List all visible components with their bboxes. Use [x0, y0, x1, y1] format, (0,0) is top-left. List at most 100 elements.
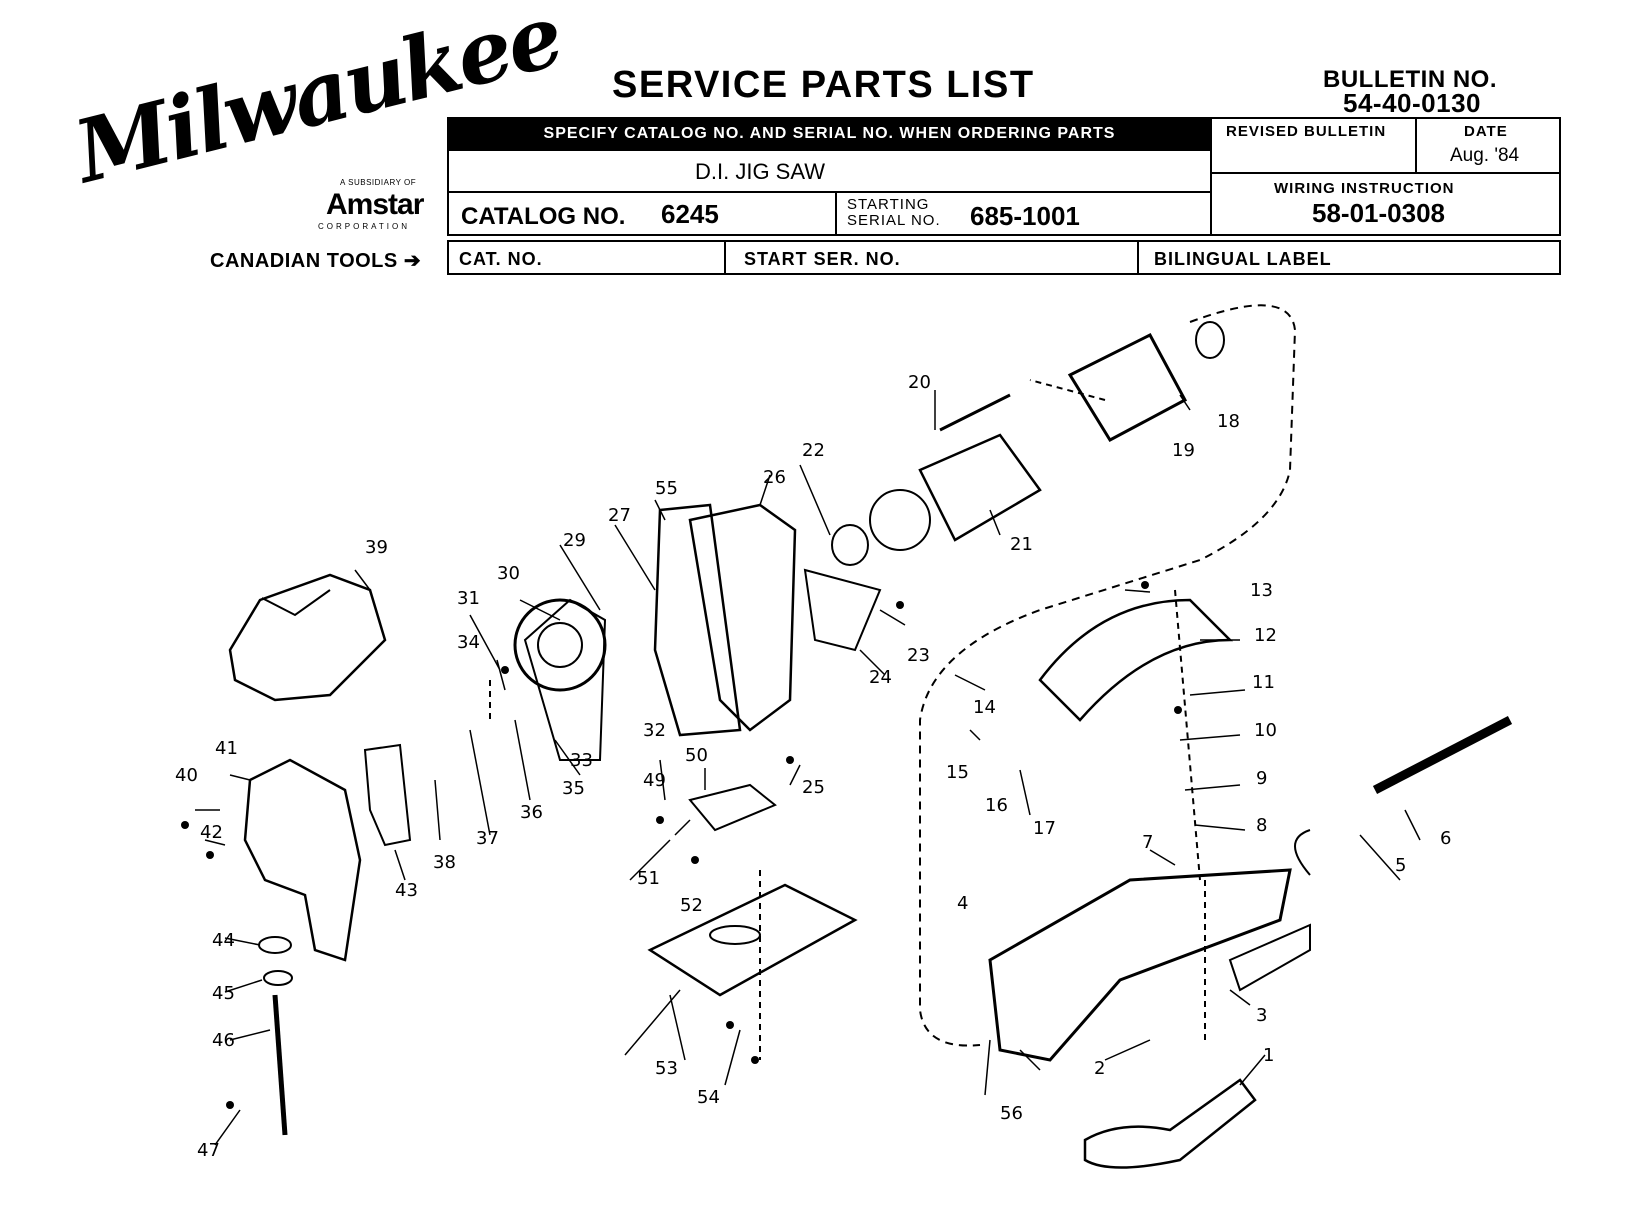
- amstar-logo: Amstar: [326, 188, 424, 221]
- callout-12: 12: [1254, 625, 1277, 646]
- callout-22: 22: [802, 440, 825, 461]
- callout-44: 44: [212, 930, 235, 951]
- callout-39: 39: [365, 537, 388, 558]
- wiring-cell: WIRING INSTRUCTION 58-01-0308: [1210, 172, 1561, 236]
- part-53-base: [647, 883, 858, 997]
- callout-40: 40: [175, 765, 198, 786]
- callout-45: 45: [212, 983, 235, 1004]
- callout-53: 53: [655, 1058, 678, 1079]
- part-26-frame: [688, 503, 797, 732]
- bulletin-number: 54-40-0130: [1343, 88, 1481, 118]
- callout-32: 32: [643, 720, 666, 741]
- specify-banner: SPECIFY CATALOG NO. AND SERIAL NO. WHEN …: [447, 117, 1212, 151]
- callout-5: 5: [1395, 855, 1407, 876]
- callout-25: 25: [802, 777, 825, 798]
- callout-50: 50: [685, 745, 708, 766]
- callout-16: 16: [985, 795, 1008, 816]
- canadian-table: CAT. NO. START SER. NO. BILINGUAL LABEL: [447, 240, 1561, 275]
- callout-41: 41: [215, 738, 238, 759]
- catalog-cell: CATALOG NO. 6245: [447, 191, 837, 236]
- callout-55: 55: [655, 478, 678, 499]
- part-20-screw: [939, 393, 1011, 432]
- part-21-armature: [918, 433, 1042, 542]
- part-22-bearing: [831, 524, 869, 566]
- divider: [724, 242, 726, 273]
- callout-2: 2: [1094, 1058, 1106, 1079]
- callout-52: 52: [680, 895, 703, 916]
- starting-label: STARTING: [847, 196, 930, 213]
- part-6-cord-protector: [1372, 716, 1513, 794]
- callout-11: 11: [1252, 672, 1275, 693]
- callout-20: 20: [908, 372, 931, 393]
- callout-35: 35: [562, 778, 585, 799]
- part-24-bracket: [803, 568, 882, 652]
- callout-14: 14: [973, 697, 996, 718]
- part-3-label: [1228, 923, 1311, 992]
- callout-21: 21: [1010, 534, 1033, 555]
- callout-37: 37: [476, 828, 499, 849]
- callout-17: 17: [1033, 818, 1056, 839]
- callout-7: 7: [1142, 832, 1154, 853]
- start-ser-label: START SER. NO.: [744, 249, 901, 269]
- callout-8: 8: [1256, 815, 1268, 836]
- part-45-washer: [263, 970, 293, 986]
- milwaukee-logo: Milwaukee A SUBSIDIARY OF Amstar CORPORA…: [66, 0, 571, 280]
- part-46-plunger: [272, 994, 288, 1136]
- callout-6: 6: [1440, 828, 1452, 849]
- serial-cell: STARTING SERIAL NO. 685-1001: [835, 191, 1212, 236]
- housing-dashed-path: [919, 304, 1297, 1047]
- canadian-tools-label: CANADIAN TOOLS ➔: [210, 250, 422, 272]
- catalog-label: CATALOG NO.: [461, 203, 626, 230]
- callout-13: 13: [1250, 580, 1273, 601]
- wiring-label: WIRING INSTRUCTION: [1274, 180, 1455, 197]
- part-12-handle: [1038, 598, 1234, 722]
- bulletin-label: BULLETIN NO.: [1323, 66, 1497, 93]
- callout-27: 27: [608, 505, 631, 526]
- divider: [1137, 242, 1139, 273]
- bilingual-label: BILINGUAL LABEL: [1154, 249, 1332, 269]
- part-4-housing: [988, 868, 1292, 1062]
- callout-1: 1: [1263, 1045, 1275, 1066]
- date-label: DATE: [1464, 123, 1508, 140]
- screws: [181, 581, 1182, 1109]
- callout-36: 36: [520, 802, 543, 823]
- callout-3: 3: [1256, 1005, 1268, 1026]
- callout-43: 43: [395, 880, 418, 901]
- part-1-shoe: [1083, 1078, 1257, 1169]
- callout-31: 31: [457, 588, 480, 609]
- part-44-washer: [258, 936, 292, 954]
- callout-51: 51: [637, 868, 660, 889]
- part-39-cover: [228, 573, 387, 702]
- callout-46: 46: [212, 1030, 235, 1051]
- callout-4: 4: [957, 893, 969, 914]
- amstar-corporation: CORPORATION: [318, 222, 410, 231]
- callout-18: 18: [1217, 411, 1240, 432]
- callout-42: 42: [200, 822, 223, 843]
- callout-23: 23: [907, 645, 930, 666]
- part-43-bracket: [363, 743, 412, 847]
- part-30-gear: [513, 598, 607, 692]
- wiring-number: 58-01-0308: [1312, 198, 1445, 228]
- cat-no-label: CAT. NO.: [459, 249, 543, 269]
- callout-26: 26: [763, 467, 786, 488]
- callout-56: 56: [1000, 1103, 1023, 1124]
- callout-33: 33: [570, 750, 593, 771]
- serial-label: SERIAL NO.: [847, 212, 941, 229]
- callout-10: 10: [1254, 720, 1277, 741]
- callout-9: 9: [1256, 768, 1268, 789]
- part-50-holder: [688, 783, 777, 832]
- part-5-cord: [1294, 829, 1311, 876]
- callout-29: 29: [563, 530, 586, 551]
- callout-49: 49: [643, 770, 666, 791]
- guide-dashed: [1174, 589, 1201, 881]
- page-title: SERVICE PARTS LIST: [612, 64, 1035, 106]
- callout-19: 19: [1172, 440, 1195, 461]
- starting-serial: 685-1001: [970, 201, 1080, 231]
- date-value: Aug. '84: [1450, 145, 1520, 166]
- part-55-frame: [653, 503, 742, 737]
- callout-47: 47: [197, 1140, 220, 1161]
- callout-15: 15: [946, 762, 969, 783]
- callout-30: 30: [497, 563, 520, 584]
- part-19-field: [1067, 333, 1188, 442]
